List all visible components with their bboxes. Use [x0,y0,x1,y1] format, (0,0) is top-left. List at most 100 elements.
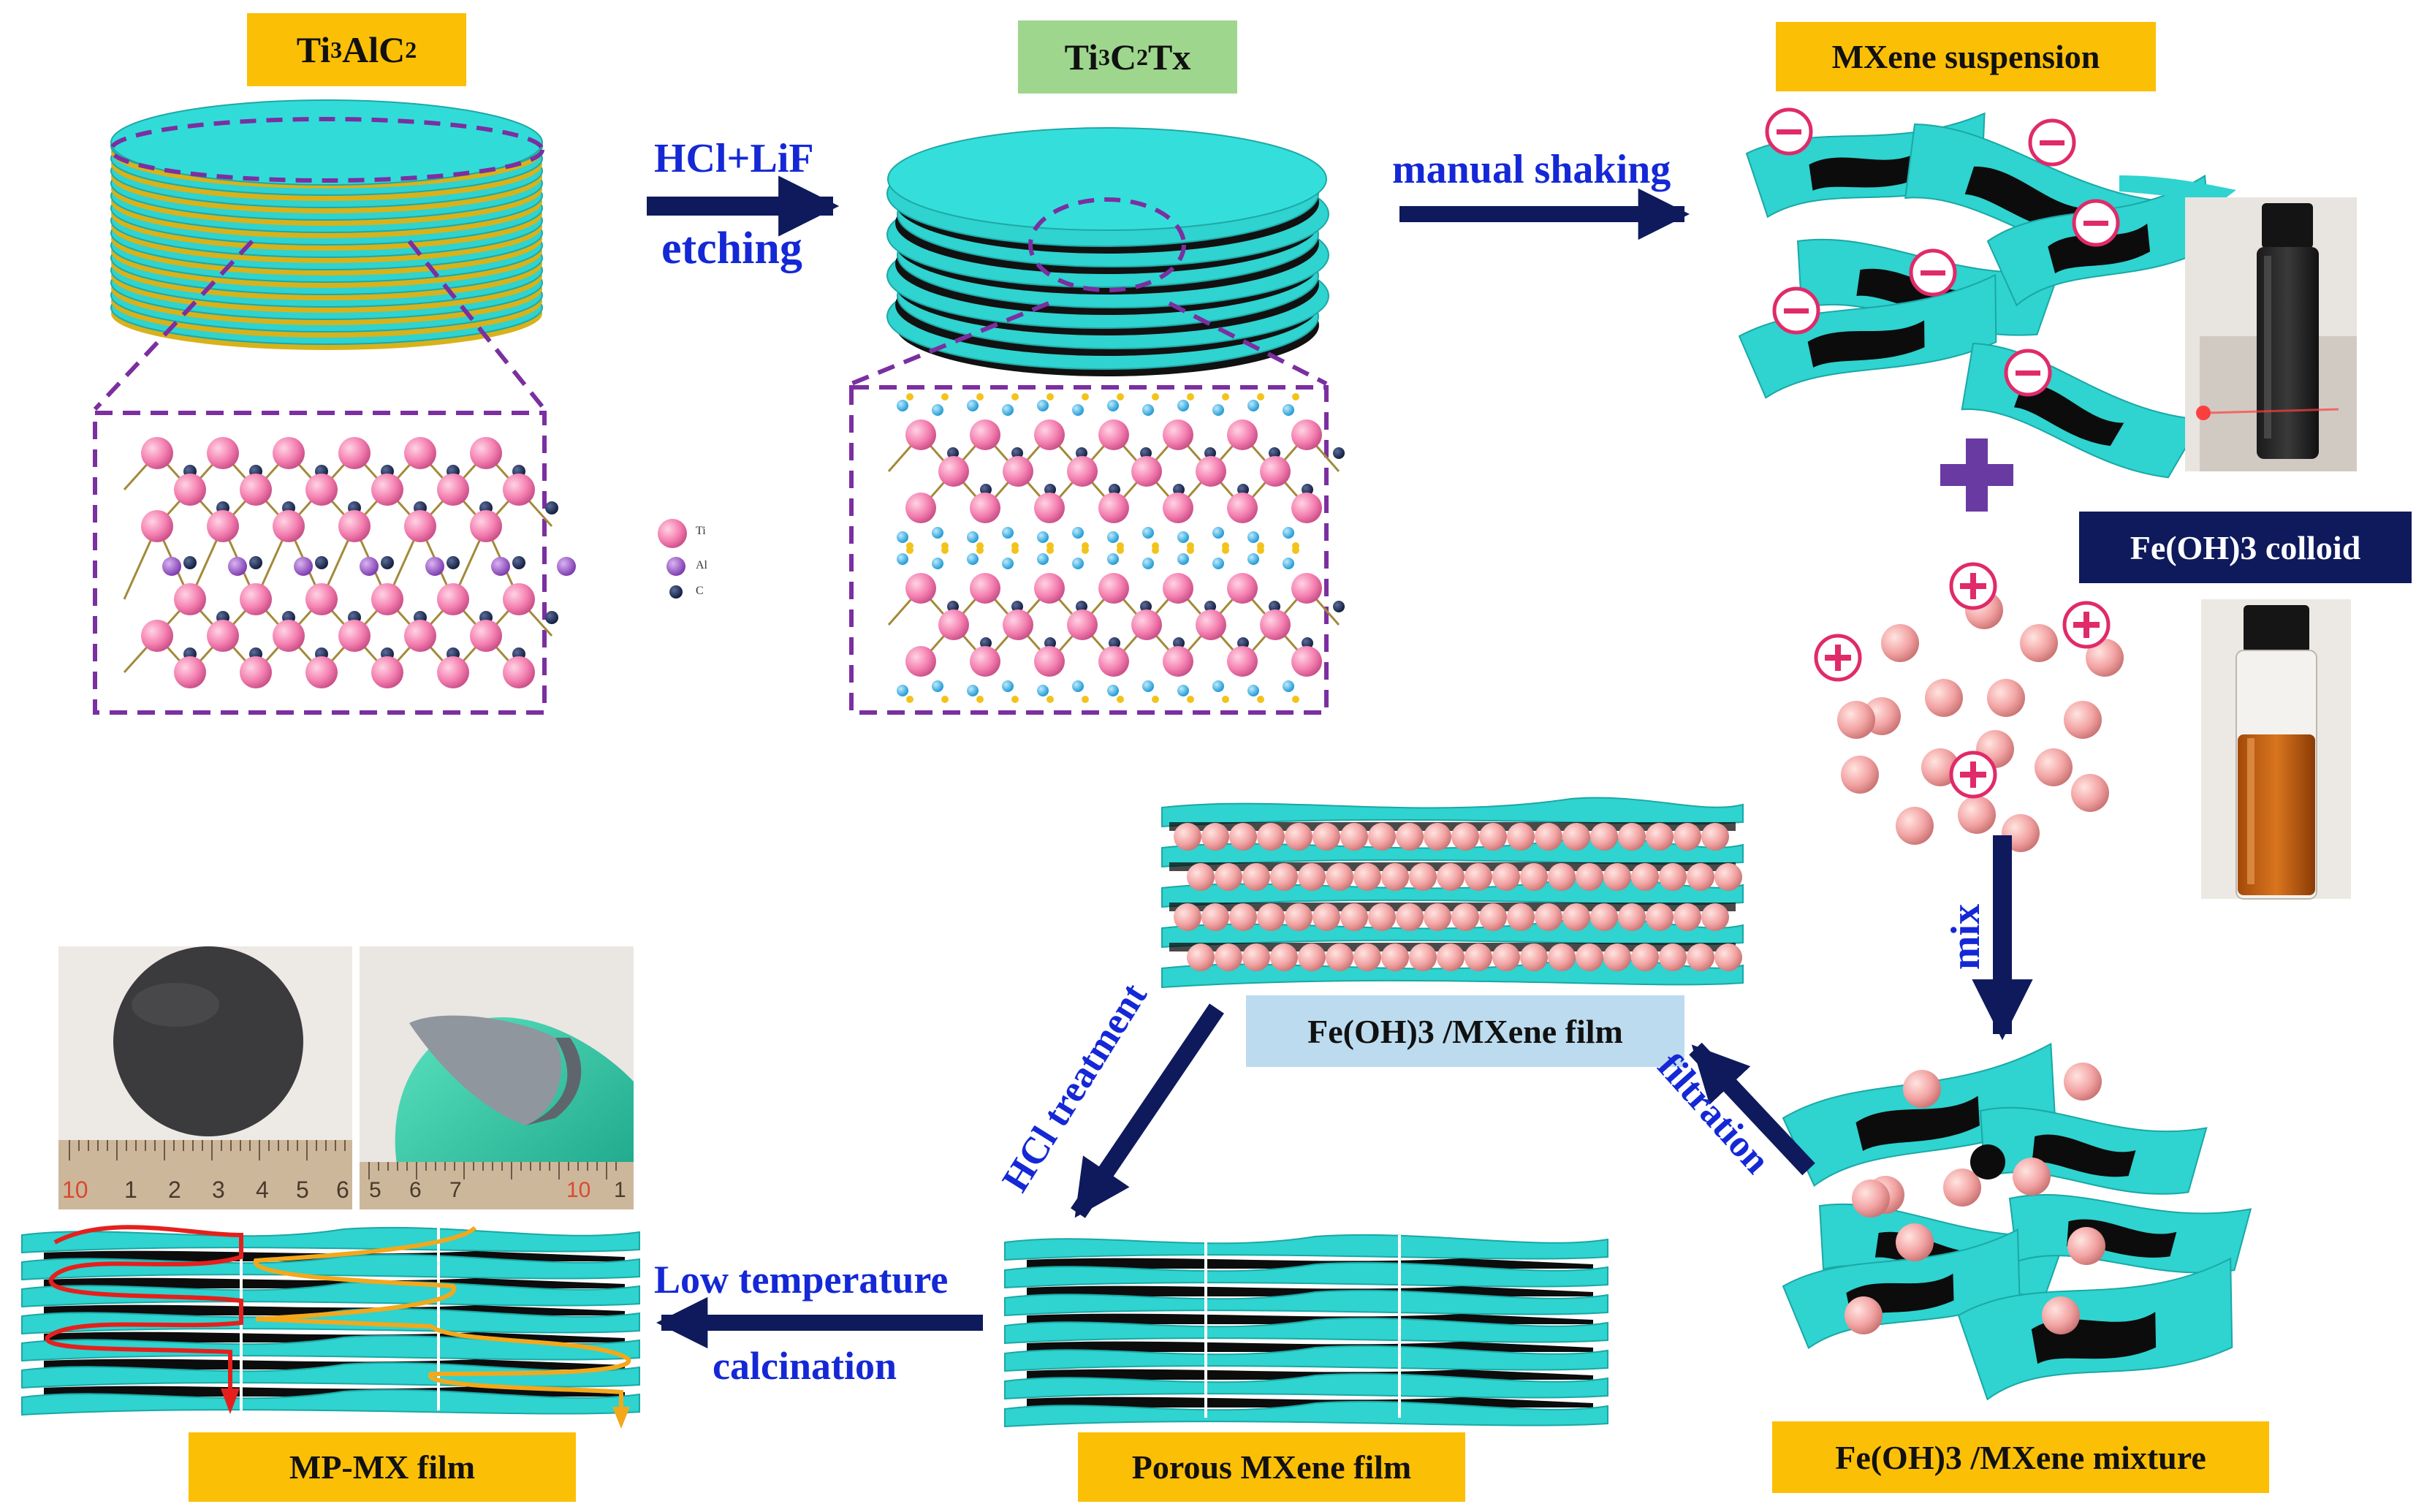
label-ti3c2tx-sub2: 2 [1136,43,1149,70]
atom-al [557,557,576,576]
fe-particle [1451,823,1479,851]
atom-ti [1260,609,1291,640]
atom-ti [207,437,239,469]
atom-c [1011,447,1023,459]
atom-ti [970,646,1000,677]
atom-ti [1291,646,1322,677]
arrow-hcl-treatment [1071,1003,1224,1218]
fe-particle [1548,943,1576,971]
zoom-circle-ti3c2tx [1028,197,1186,292]
atom-ti [273,510,305,542]
fe-particle [1381,863,1409,891]
step-low-temperature: Low temperature [654,1258,949,1302]
label-mxene-suspension: MXene suspension [1776,22,2156,91]
ruler-tick-label: 5 [369,1178,381,1202]
atom-ti [905,573,936,604]
atom-ti [174,656,206,688]
legend-ti-label: Ti [696,525,706,537]
fe-particle [1353,863,1381,891]
mxene-flake [1782,1042,2056,1187]
label-feoh3-colloid: Fe(OH)3 colloid [2079,512,2412,583]
atom-ti [470,510,502,542]
atom-t [1037,400,1049,411]
atom-ti [1034,419,1065,450]
label-ti3c2tx-sub1: 3 [1098,43,1110,70]
atom-t-small [1046,547,1054,554]
atom-ti [240,583,272,615]
atom-ti [1227,646,1258,677]
fe-particle [1841,756,1879,794]
atom-t [932,404,943,416]
ion-path-red [45,1225,243,1388]
fe-particle [1340,903,1368,931]
atom-ti [437,474,469,506]
mxene-flake [1957,1257,2233,1401]
feoh3-mxene-film-stack [1161,797,1744,989]
atom-ti [1227,419,1258,450]
atom-t [1107,685,1119,696]
atom-ti [1067,456,1098,487]
fe-particle [1242,863,1270,891]
mpmx-sheet [21,1280,640,1308]
step-hcl-lif: HCl+LiF [654,136,814,181]
atom-ti [240,656,272,688]
atom-ti [503,656,535,688]
atom-ti [970,493,1000,523]
fe-particle [1270,863,1298,891]
fe-particle [1424,823,1451,851]
atom-c [1173,637,1185,649]
fe-particle [1270,943,1298,971]
fe-particle [1535,823,1562,851]
fe-particle [2020,624,2058,662]
fe-particle [2067,1227,2105,1265]
legend-c-label: C [696,585,704,597]
porous-sheet [1004,1289,1608,1317]
atom-ti [305,474,338,506]
fe-particle [1852,1179,1890,1217]
fe-particle [1201,823,1229,851]
minus-bar [2016,371,2040,376]
fe-particle [1368,903,1396,931]
atom-t [932,558,943,569]
atom-t [1247,531,1259,543]
fe-particle [1520,943,1548,971]
flake-tail [2119,175,2236,201]
atom-ti [371,474,403,506]
crystal-structure-ti3c2tx [887,393,1345,703]
stack-top-sheet [887,127,1327,231]
zoom-lines-ti3alc2 [93,239,547,411]
atom-t-small [906,547,913,554]
atom-ti [1291,573,1322,604]
ti3c2tx-stack [886,127,1329,376]
fe-particle [1714,863,1742,891]
fe-particle [1507,903,1535,931]
atom-t [932,527,943,539]
atom-t-small [1011,696,1019,703]
atom-t [1247,685,1259,696]
ruler-tick-label: 1 [124,1177,137,1203]
label-ti3alc2-ti: Ti [296,29,331,70]
atom-t-small [1257,393,1264,400]
atom-t-small [1292,696,1299,703]
atom-al [162,557,181,576]
atom-ti [174,474,206,506]
atom-ti [938,609,969,640]
atom-ti [905,646,936,677]
atom-legend [658,519,687,599]
fe-particle [1257,823,1285,851]
atom-t-small [941,393,949,400]
fe-particle [1659,863,1687,891]
atom-ti [338,620,371,652]
atom-ti [371,656,403,688]
step-manual-shaking: manual shaking [1392,147,1671,192]
atom-t-small [976,393,984,400]
atom-ti [1227,573,1258,604]
plus-bar-v [1970,761,1976,788]
atom-c [1302,484,1313,495]
atom-ti [1098,646,1129,677]
fe-particle [2013,1158,2051,1196]
atom-t [1212,558,1224,569]
atom-ti [1003,456,1033,487]
atom-c [1109,637,1120,649]
atom-ti [1196,609,1226,640]
